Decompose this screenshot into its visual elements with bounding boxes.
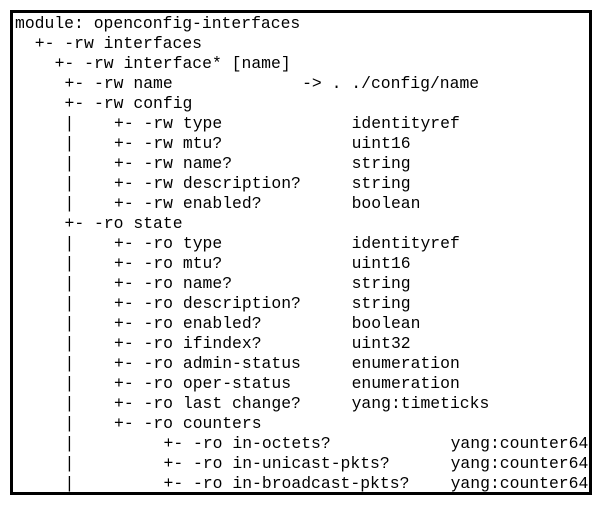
tree-node-type: +- -rw mtu? (114, 134, 223, 153)
tree-node-type: +- -ro counters (114, 414, 262, 433)
tree-node-type: -> . ./config/name (302, 74, 480, 93)
tree-node-type: yang:counter64 (450, 474, 589, 493)
tree-frame: module: openconfig-interfaces+- -rw inte… (10, 10, 592, 495)
tree-node-type: +- -ro type (114, 234, 223, 253)
tree-node-type: identityref (351, 234, 460, 253)
tree-node-type: boolean (351, 314, 421, 333)
tree-node-type: +- -ro ifindex? (114, 334, 262, 353)
tree-node-label: module: openconfig-interfaces (15, 14, 301, 33)
tree-node-type: string (351, 274, 411, 293)
tree-node-type: uint16 (351, 254, 411, 273)
tree-node-type: yang:counter64 (450, 454, 589, 473)
tree-branch-connector: | (64, 434, 75, 453)
tree-branch-connector: | (64, 354, 75, 373)
tree-node-type: yang:timeticks (351, 394, 490, 413)
tree-node-type: identityref (351, 114, 460, 133)
tree-node-type: +- -ro oper-status (114, 374, 292, 393)
tree-node-label: +- -rw interfaces (34, 34, 203, 53)
tree-node-label: +- -rw interface* [name] (54, 54, 291, 73)
tree-branch-connector: | (64, 154, 75, 173)
tree-branch-connector: | (64, 174, 75, 193)
tree-node-label: +- -ro state (64, 214, 183, 233)
tree-branch-connector: | (64, 274, 75, 293)
tree-node-type: +- -rw description? (114, 174, 301, 193)
tree-branch-connector: | (64, 314, 75, 333)
tree-branch-connector: | (64, 294, 75, 313)
tree-node-type: string (351, 174, 411, 193)
tree-node-type: enumeration (351, 354, 460, 373)
tree-node-type: string (351, 154, 411, 173)
tree-node-type: uint16 (351, 134, 411, 153)
tree-branch-connector: | (64, 194, 75, 213)
tree-node-type: +- -rw enabled? (114, 194, 262, 213)
tree-branch-connector: | (64, 394, 75, 413)
tree-branch-connector: | (64, 114, 75, 133)
tree-node-type: +- -ro last change? (114, 394, 301, 413)
tree-node-label: +- -rw name (64, 74, 173, 93)
tree-node-type: string (351, 294, 411, 313)
tree-node-type: +- -ro description? (114, 294, 301, 313)
tree-node-type: enumeration (351, 374, 460, 393)
tree-node-type: +- -ro enabled? (114, 314, 262, 333)
tree-node-type: +- -rw type (114, 114, 223, 133)
tree-branch-connector: | (64, 454, 75, 473)
tree-node-type: +- -ro in-broadcast-pkts? (163, 474, 410, 493)
tree-node-type: +- -ro name? (114, 274, 233, 293)
tree-node-label: +- -rw config (64, 94, 193, 113)
tree-branch-connector: | (64, 334, 75, 353)
tree-node-type: +- -ro mtu? (114, 254, 223, 273)
tree-node-type: boolean (351, 194, 421, 213)
tree-branch-connector: | (64, 374, 75, 393)
tree-branch-connector: | (64, 134, 75, 153)
tree-node-type: yang:counter64 (450, 434, 589, 453)
tree-node-type: +- -rw name? (114, 154, 233, 173)
tree-node-type: +- -ro in-octets? (163, 434, 331, 453)
tree-branch-connector: | (64, 474, 75, 493)
tree-node-type: uint32 (351, 334, 411, 353)
tree-branch-connector: | (64, 414, 75, 433)
tree-node-type: +- -ro in-unicast-pkts? (163, 454, 390, 473)
tree-branch-connector: | (64, 234, 75, 253)
tree-branch-connector: | (64, 254, 75, 273)
yang-tree: module: openconfig-interfaces+- -rw inte… (13, 13, 595, 498)
tree-node-type: +- -ro admin-status (114, 354, 301, 373)
